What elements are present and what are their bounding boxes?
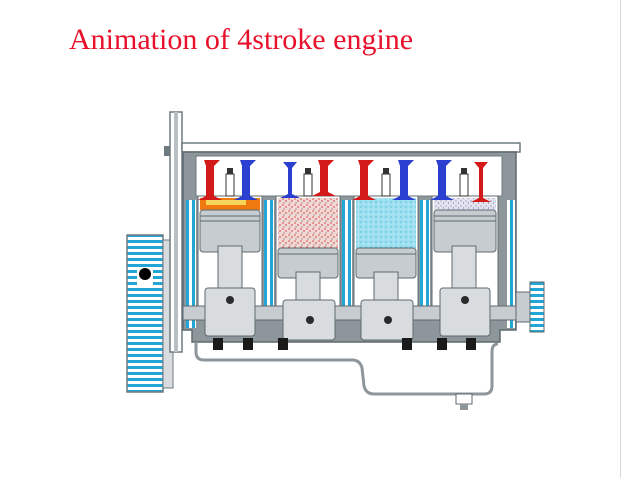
cylinder-3 bbox=[353, 195, 419, 309]
slide-edge-line bbox=[620, 0, 621, 478]
coolant-wall-3 bbox=[420, 200, 430, 312]
coolant-wall-left bbox=[186, 200, 196, 328]
flywheel-icon bbox=[126, 234, 174, 393]
cylinder-2 bbox=[275, 195, 341, 309]
oil-pan bbox=[194, 342, 499, 396]
crankshaft bbox=[182, 287, 517, 341]
crank-pulley-icon bbox=[164, 111, 183, 353]
valve-spring-icon bbox=[198, 160, 491, 202]
fuel-mixture bbox=[278, 198, 338, 248]
compressed-charge bbox=[356, 198, 416, 248]
camshaft bbox=[181, 142, 521, 153]
page-title: Animation of 4stroke engine bbox=[69, 23, 414, 56]
front-pulley-icon bbox=[515, 281, 545, 333]
coolant-wall-1 bbox=[264, 200, 274, 312]
spark-plug-icon bbox=[225, 168, 469, 197]
oil-drain-plug-icon bbox=[455, 393, 473, 410]
flywheel-hole-icon bbox=[139, 268, 151, 280]
coolant-wall-right bbox=[507, 200, 515, 328]
coolant-wall-2 bbox=[342, 200, 352, 312]
